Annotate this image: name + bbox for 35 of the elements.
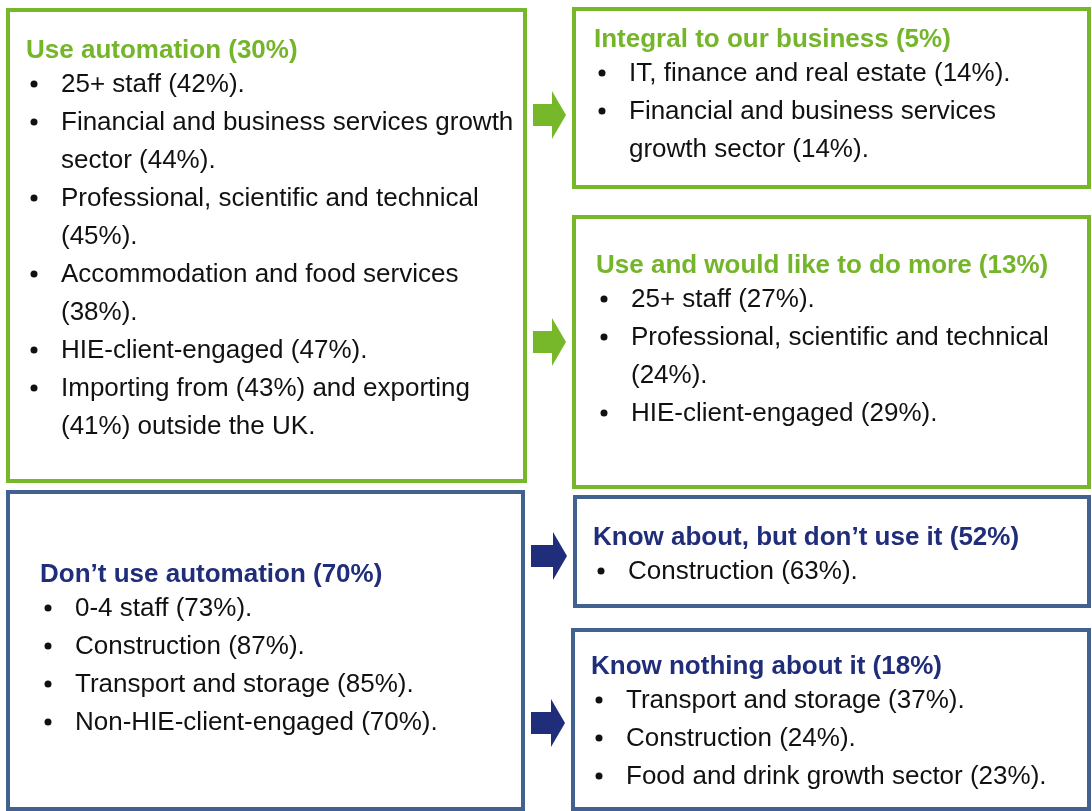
bullet-text: Food and drink growth sector (23%). <box>626 760 1047 790</box>
box-heading: Don’t use automation (70%) <box>40 558 384 588</box>
bullet-text: Construction (87%). <box>75 630 305 660</box>
bullet-text: 25+ staff (42%). <box>61 68 245 98</box>
bullet-text: Construction (63%). <box>628 555 858 585</box>
block-arrow <box>531 699 565 747</box>
bullet-text: HIE-client-engaged (29%). <box>631 397 938 427</box>
text-box <box>6 8 527 483</box>
bullet-text: Financial and business services growth sector (14%). <box>629 95 997 163</box>
bullet-text: Importing from (43%) and exporting (41%) outside the UK. <box>61 372 470 440</box>
box-heading: Use and would like to do more (13%) <box>596 249 1050 279</box>
bullet-text: Non-HIE-client-engaged (70%). <box>75 706 438 736</box>
text-box <box>573 495 1091 608</box>
bullet-text: Transport and storage (85%). <box>75 668 414 698</box>
box-heading: Know nothing about it (18%) <box>591 650 943 680</box>
bullet-text: Professional, scientific and technical (45%). <box>61 182 479 250</box>
box-heading: Integral to our business (5%) <box>594 23 952 53</box>
bullet-text: 0-4 staff (73%). <box>75 592 253 622</box>
bullet-text: 25+ staff (27%). <box>631 283 815 313</box>
bullet-text: Professional, scientific and technical (24%). <box>631 321 1049 389</box>
bullet-text: Transport and storage (37%). <box>626 684 965 714</box>
block-arrow <box>531 532 567 580</box>
bullet-text: Accommodation and food services (38%). <box>61 258 459 326</box>
block-arrow <box>533 91 566 139</box>
bullet-text: IT, finance and real estate (14%). <box>629 57 1011 87</box>
bullet-text: Financial and business services growth sector (44%). <box>61 106 514 174</box>
text-box <box>572 215 1091 489</box>
text-box <box>6 490 525 811</box>
text-box <box>572 7 1091 189</box>
block-arrow <box>533 318 566 366</box>
box-heading: Know about, but don’t use it (52%) <box>593 521 1021 551</box>
box-heading: Use automation (30%) <box>26 34 299 64</box>
bullet-text: Construction (24%). <box>626 722 856 752</box>
bullet-text: HIE-client-engaged (47%). <box>61 334 368 364</box>
text-box <box>571 628 1091 811</box>
